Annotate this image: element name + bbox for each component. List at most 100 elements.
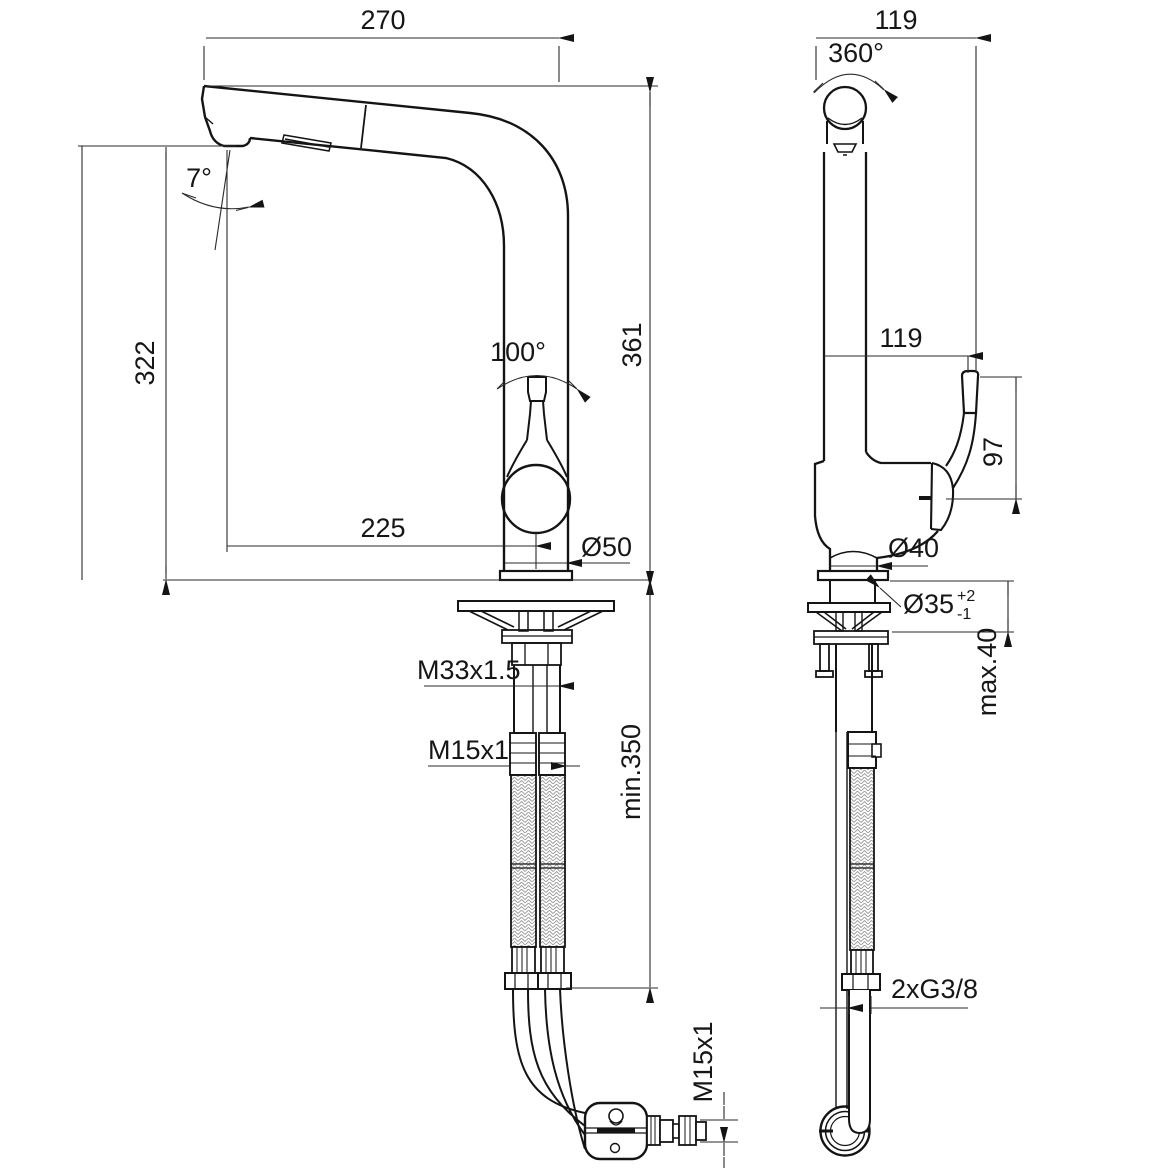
side-hose-joint xyxy=(850,863,874,869)
dim-base-diameter: Ø50 xyxy=(581,532,632,562)
side-supply-nut xyxy=(841,973,881,991)
dim-119top-line xyxy=(815,37,977,372)
front-nut-facets xyxy=(524,643,549,665)
dim-361-min350-line xyxy=(566,92,658,989)
braided-hose-left xyxy=(510,774,537,948)
side-body-dome xyxy=(829,550,878,559)
weight-bottom-hole xyxy=(609,1142,621,1154)
dim-handspray-thread: M15x1 xyxy=(688,1021,718,1102)
angle-7-refs xyxy=(214,149,231,552)
front-flange-tab-right xyxy=(543,610,554,632)
spray-head xyxy=(200,85,252,148)
spray-head-notch xyxy=(204,116,214,125)
dim-outlet-height: 322 xyxy=(130,340,160,385)
side-spray-head xyxy=(822,85,868,131)
dim-spout-swivel: 360° xyxy=(828,38,884,68)
dim-d35-leader xyxy=(865,574,902,608)
front-view xyxy=(163,84,707,1161)
hose-connector-right xyxy=(538,732,566,776)
front-dimensions: 270 361 min.350 322 7° 100° 225 Ø50 M3 xyxy=(78,5,738,1168)
side-riser xyxy=(822,152,868,461)
side-supply-nut-facets xyxy=(852,974,869,990)
side-handle-knob xyxy=(960,369,980,415)
side-shank xyxy=(829,580,876,603)
dim-total-height: 361 xyxy=(617,322,647,367)
front-spout-outline xyxy=(203,84,570,571)
dim-handle-height: 97 xyxy=(978,437,1008,467)
quick-connect-fitting xyxy=(646,1115,707,1146)
hose-nut-left xyxy=(504,972,539,990)
front-inner-tube xyxy=(532,665,548,733)
hose-end-stripes xyxy=(516,947,557,973)
dim-hole-diameter: Ø35 xyxy=(903,589,954,619)
side-stud-foot-right xyxy=(864,670,883,678)
weight-split-lines xyxy=(585,1127,647,1134)
fitting-segment-3 xyxy=(672,1123,680,1139)
hose-end-fitting-right xyxy=(540,946,565,974)
dim-spray-angle: 7° xyxy=(186,163,212,193)
dim-hose-connector-thread: M15x1 xyxy=(428,735,509,765)
dim-270-line xyxy=(203,37,560,82)
front-mounting-flange xyxy=(457,600,615,612)
fitting-stripes-4 xyxy=(684,1116,691,1145)
hose-end-fitting-left xyxy=(511,946,536,974)
side-handle-lever xyxy=(945,412,978,489)
side-spray-head-shade xyxy=(827,117,863,126)
angle-7-arrows xyxy=(182,194,248,211)
side-hose-end-stripes xyxy=(855,950,867,974)
side-head-bracket xyxy=(826,121,864,144)
spray-head-button xyxy=(281,134,332,152)
dim-shank-thread: M33x1.5 xyxy=(417,655,521,685)
side-flange-gussets xyxy=(815,611,883,632)
hose-nut-facets xyxy=(514,973,562,989)
dim-spout-reach: 270 xyxy=(360,5,405,35)
angle-360-arc xyxy=(813,73,885,94)
braided-hose-right xyxy=(539,774,566,948)
side-aerator xyxy=(832,143,858,156)
side-stud-left xyxy=(819,643,830,672)
dim-body-diameter: Ø40 xyxy=(888,533,939,563)
dim-handle-swivel: 100° xyxy=(490,337,546,367)
dim-hole-tol-minus: -1 xyxy=(957,606,971,623)
side-cartridge-cap xyxy=(929,461,955,532)
dim-spout-width: 119 xyxy=(874,5,917,35)
front-mounting-nut xyxy=(511,642,562,666)
side-pullout-hose-lines xyxy=(835,732,848,1109)
side-fitting-nub xyxy=(871,743,882,758)
front-flange-gussets xyxy=(468,610,604,631)
front-handle-lever xyxy=(506,376,568,478)
angle-360-arrows xyxy=(813,81,884,92)
side-dimensions: 119 360° 119 97 Ø40 Ø35 +2 -1 max.40 2xG… xyxy=(813,5,1023,1014)
hose-connector-facets xyxy=(510,742,565,764)
side-hose-u-bend xyxy=(848,990,871,1135)
fitting-stripes-1 xyxy=(650,1116,656,1145)
side-stud-right xyxy=(868,643,879,672)
side-mounting-flange xyxy=(807,602,891,613)
dim-hole-tol-plus: +2 xyxy=(957,588,975,605)
dim-max-deck-thickness: max.40 xyxy=(972,628,1002,717)
angle-100-arrows xyxy=(497,381,577,389)
spray-head-seam xyxy=(360,104,367,149)
front-base-plate xyxy=(498,569,574,582)
angle-7-arc xyxy=(181,192,250,210)
side-hose-weight xyxy=(819,990,871,1157)
hose-joint-lines xyxy=(511,863,565,869)
pullout-hose-curves xyxy=(512,988,586,1150)
side-hose-end-fitting xyxy=(850,949,874,975)
weight-top-hole xyxy=(608,1108,624,1124)
fitting-segment-1 xyxy=(646,1115,661,1146)
fitting-segment-2 xyxy=(659,1119,674,1143)
fitting-segment-4 xyxy=(678,1115,697,1146)
fitting-tip xyxy=(695,1121,707,1141)
side-guide-tube xyxy=(835,644,873,732)
hose-nut-right xyxy=(537,972,572,990)
front-threaded-shank xyxy=(513,665,561,734)
side-fitting-lines xyxy=(848,743,876,757)
dim-outlet-to-axis: 225 xyxy=(360,513,405,543)
dim-min-hose-clearance: min.350 xyxy=(616,724,646,820)
dim-body-depth: 119 xyxy=(879,323,922,353)
side-stud-foot-left xyxy=(815,670,834,678)
handle-joint-body xyxy=(500,463,572,535)
